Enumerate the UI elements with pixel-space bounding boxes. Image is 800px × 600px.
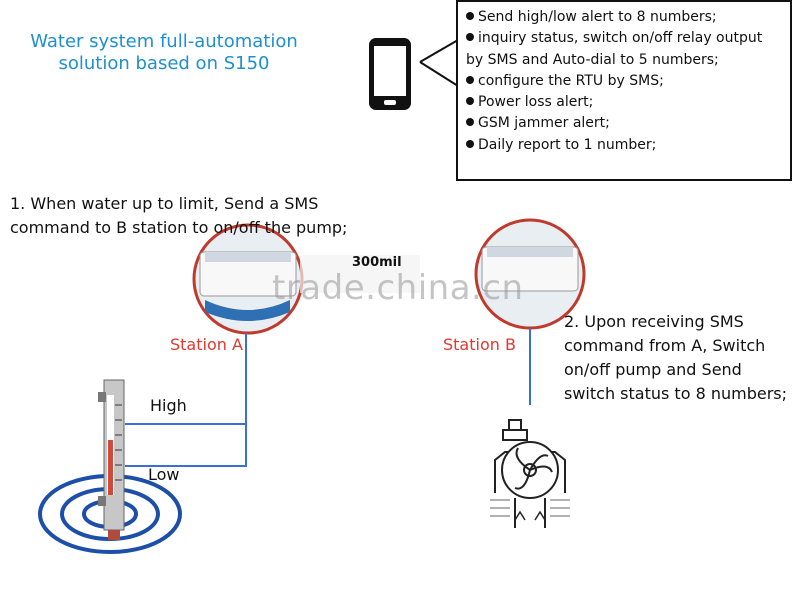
callout-item: Send high/low alert to 8 numbers; xyxy=(466,7,784,28)
water-pump-icon xyxy=(490,419,570,528)
step2-description: 2. Upon receiving SMS command from A, Sw… xyxy=(564,312,787,403)
distance-label: 300mil xyxy=(352,255,402,270)
page-title: Water system full-automation solution ba… xyxy=(14,31,314,75)
callout-item: GSM jammer alert; xyxy=(466,113,784,134)
page-title-line1: Water system full-automation xyxy=(30,31,298,52)
bullet-icon xyxy=(466,75,474,84)
watermark: trade.china.cn xyxy=(272,268,524,308)
station-a-label: Station A xyxy=(170,335,243,354)
bullet-icon xyxy=(466,12,474,20)
station-a-wires xyxy=(125,333,247,467)
bullet-icon xyxy=(466,97,474,106)
station-b-label: Station B xyxy=(443,335,516,354)
callout-pointer xyxy=(419,39,459,87)
callout-item: Power loss alert; xyxy=(466,92,784,113)
callout-item-continued: by SMS and Auto-dial to 5 numbers; xyxy=(466,51,719,68)
callout-item: Daily report to 1 number; xyxy=(466,135,784,156)
callout-item: inquiry status, switch on/off relay outp… xyxy=(466,28,784,49)
high-level-label: High xyxy=(150,396,187,415)
low-level-label: Low xyxy=(148,465,180,484)
bullet-icon xyxy=(466,33,474,42)
station-a-device-icon xyxy=(192,223,304,335)
smartphone-icon xyxy=(369,38,411,110)
page-title-line2: solution based on S150 xyxy=(58,53,270,74)
level-gauge-icon xyxy=(38,379,182,554)
distance-label-background xyxy=(300,255,420,293)
station-b-device-icon xyxy=(474,218,586,330)
callout-item: configure the RTU by SMS; xyxy=(466,71,784,92)
bullet-icon xyxy=(466,118,474,127)
step1-description: 1. When water up to limit, Send a SMS co… xyxy=(10,194,348,237)
feature-callout-box: Send high/low alert to 8 numbers; inquir… xyxy=(456,0,792,181)
bullet-icon xyxy=(466,139,474,148)
